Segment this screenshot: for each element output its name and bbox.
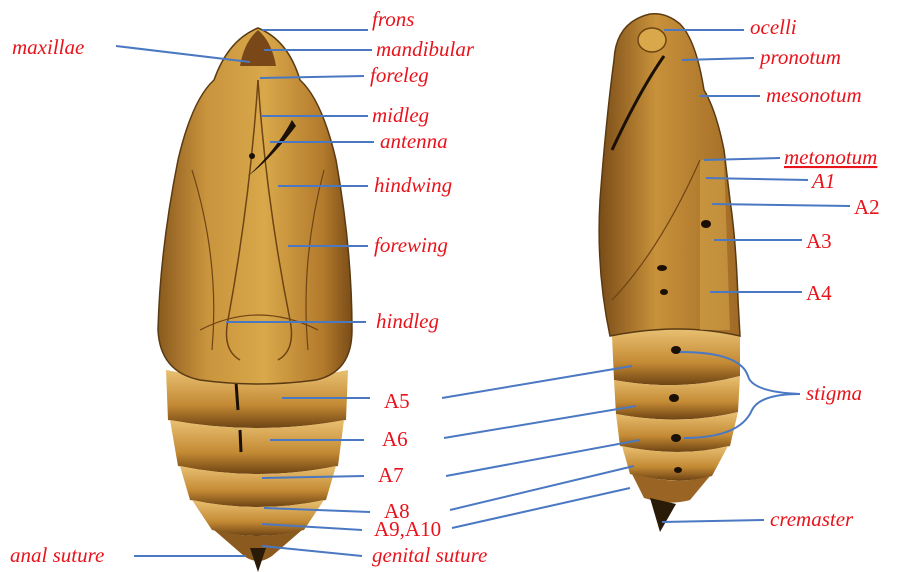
label-antenna: antenna bbox=[380, 129, 448, 153]
label-a5: A5 bbox=[384, 389, 410, 413]
label-cremaster: cremaster bbox=[770, 507, 854, 531]
label-a7: A7 bbox=[378, 463, 404, 487]
lateral-thorax-wing-case bbox=[599, 14, 740, 336]
label-mandibular: mandibular bbox=[376, 37, 475, 61]
label-forewing: forewing bbox=[374, 233, 448, 257]
label-pronotum: pronotum bbox=[758, 45, 841, 69]
label-metonotum: metonotum bbox=[784, 145, 877, 169]
ventral-pupa-illustration bbox=[158, 28, 352, 572]
label-maxillae: maxillae bbox=[12, 35, 84, 59]
label-genital-suture: genital suture bbox=[372, 543, 487, 567]
label-a6: A6 bbox=[382, 427, 408, 451]
label-midleg: midleg bbox=[372, 103, 429, 127]
label-stigma: stigma bbox=[806, 381, 862, 405]
label-a9-a10: A9,A10 bbox=[374, 517, 441, 541]
label-foreleg: foreleg bbox=[370, 63, 429, 87]
label-a3: A3 bbox=[806, 229, 832, 253]
ventral-wing-case bbox=[158, 28, 352, 384]
label-mesonotum: mesonotum bbox=[766, 83, 862, 107]
label-hindwing: hindwing bbox=[374, 173, 452, 197]
label-frons: frons bbox=[372, 7, 414, 31]
lateral-labels: ocelli pronotum mesonotum metonotum A1 A… bbox=[750, 15, 880, 531]
label-anal-suture: anal suture bbox=[10, 543, 104, 567]
lateral-abdomen bbox=[612, 329, 740, 532]
label-a2: A2 bbox=[854, 195, 880, 219]
lateral-pupa-illustration bbox=[599, 14, 740, 532]
label-ocelli: ocelli bbox=[750, 15, 797, 39]
label-a1: A1 bbox=[810, 169, 835, 193]
ventral-abdomen bbox=[166, 370, 348, 572]
label-a4: A4 bbox=[806, 281, 832, 305]
label-hindleg: hindleg bbox=[376, 309, 439, 333]
